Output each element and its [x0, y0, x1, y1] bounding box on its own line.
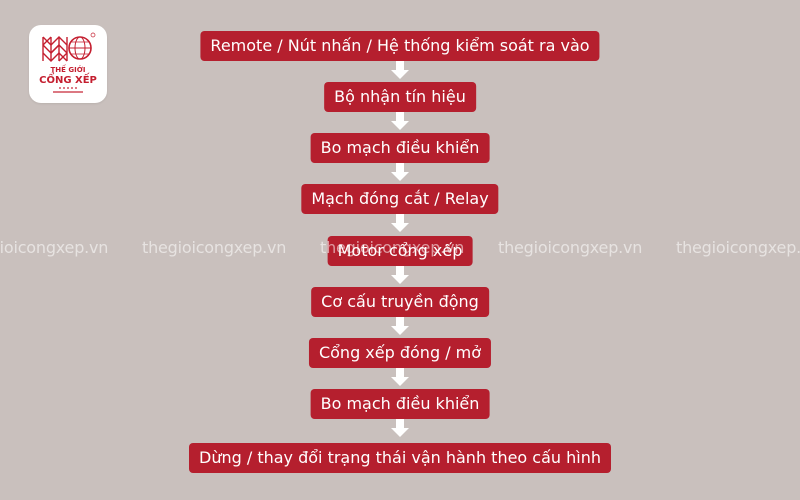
step-8-control-board: Bo mạch điều khiển	[310, 389, 490, 419]
flow-arrow-icon	[391, 112, 409, 130]
step-3-control-board: Bo mạch điều khiển	[310, 133, 490, 163]
step-1-input-devices: Remote / Nút nhấn / Hệ thống kiểm soát r…	[200, 31, 600, 61]
logo-line2: CỔNG XẾP	[39, 71, 97, 86]
step-4-relay-circuit: Mạch đóng cắt / Relay	[301, 184, 499, 214]
watermark-text: thegioicongxep.vn	[498, 238, 643, 257]
step-2-signal-receiver: Bộ nhận tín hiệu	[324, 82, 476, 112]
flow-arrow-icon	[391, 61, 409, 79]
step-7-gate-open-close: Cổng xếp đóng / mở	[308, 338, 492, 368]
watermark-text: thegioicongxep.vn	[0, 238, 109, 257]
logo-line1: THẾ GIỚI	[51, 64, 86, 74]
step-6-drive-mechanism: Cơ cấu truyền động	[311, 287, 489, 317]
watermark-text: thegioicongxep.vn	[676, 238, 800, 257]
flow-arrow-icon	[391, 368, 409, 386]
flow-arrow-icon	[391, 419, 409, 437]
flow-arrow-icon	[391, 214, 409, 232]
flow-arrow-icon	[391, 163, 409, 181]
brand-logo: THẾ GIỚI CỔNG XẾP	[29, 25, 107, 103]
flow-arrow-icon	[391, 317, 409, 335]
logo-emblem-icon: THẾ GIỚI CỔNG XẾP	[39, 32, 97, 93]
flow-arrow-icon	[391, 266, 409, 284]
watermark-text: thegioicongxep.vn	[142, 238, 287, 257]
step-9-stop-change-state: Dừng / thay đổi trạng thái vận hành theo…	[189, 443, 611, 473]
step-5-gate-motor: Motor cổng xếp	[327, 236, 473, 266]
